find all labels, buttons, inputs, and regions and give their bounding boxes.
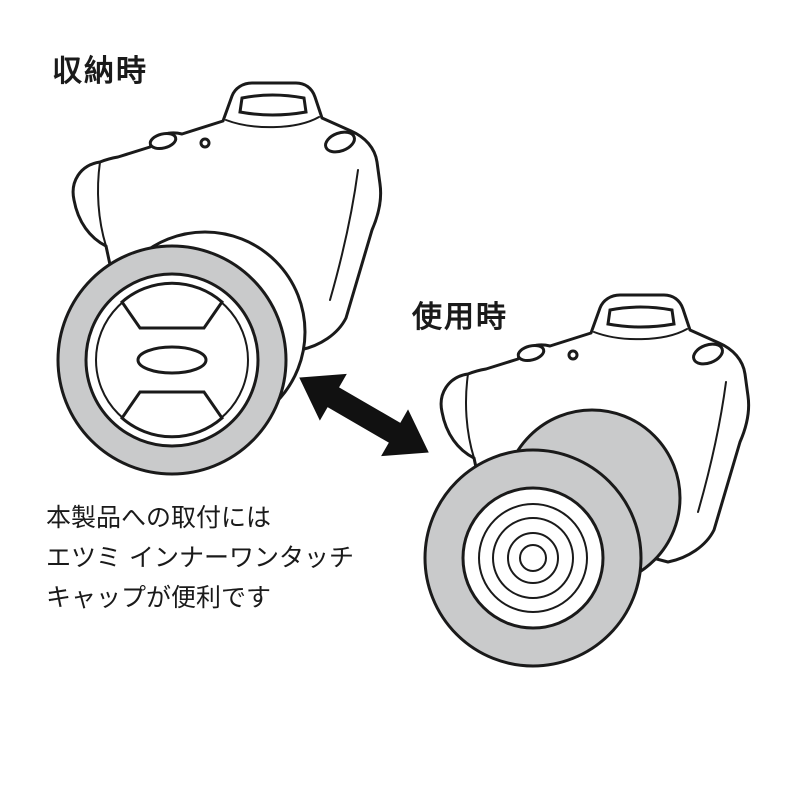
lens-hood <box>423 448 643 668</box>
inuse-camera-illustration <box>423 293 751 668</box>
stored-camera-illustration <box>56 81 383 476</box>
note-line-2: エツミ インナーワンタッチ <box>46 543 354 572</box>
stored-label: 収納時 <box>52 54 148 89</box>
note-line-1: 本製品への取付には <box>46 503 272 532</box>
in-use-label: 使用時 <box>412 300 508 335</box>
note-text: 本製品への取付には エツミ インナーワンタッチ キャップが便利です <box>46 498 354 618</box>
swap-arrow-icon <box>299 373 429 457</box>
lens-cap <box>84 272 260 448</box>
note-line-3: キャップが便利です <box>46 583 272 612</box>
